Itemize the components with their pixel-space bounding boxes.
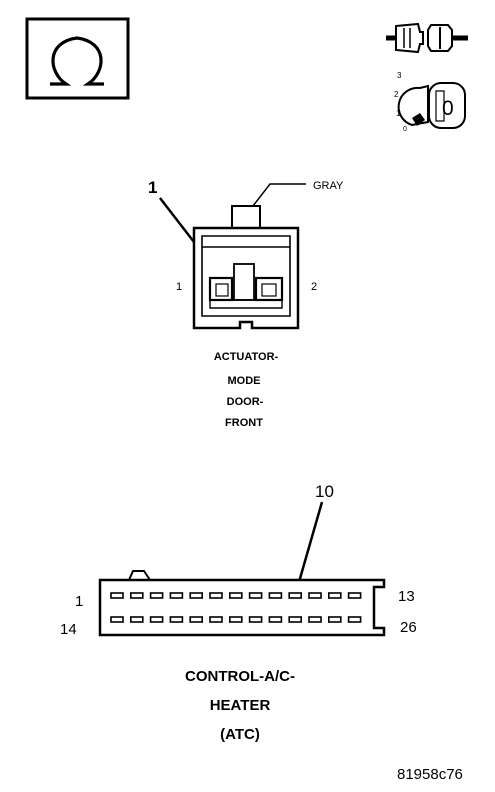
ignition-key-icon: 3 2 1 0 0 <box>394 71 466 133</box>
pin-slot-top <box>229 592 243 599</box>
actuator-connector: 1 GRAY 1 2 ACTUATOR- MODE DOOR- FRONT <box>148 178 344 429</box>
pin-slot-top <box>209 592 223 599</box>
pin-slot-top <box>327 592 342 599</box>
wire-color-label: GRAY <box>313 180 344 192</box>
pin-slot-top <box>248 592 263 599</box>
disconnect-connector-icon <box>386 22 468 54</box>
ignition-position-2: 2 <box>394 90 399 99</box>
pin-slot-top <box>347 592 362 599</box>
ignition-position-3: 3 <box>397 71 402 80</box>
control-pin-14: 14 <box>60 621 77 638</box>
pin-slot-top <box>130 592 144 599</box>
pin-slot-top <box>149 592 164 599</box>
pin-slot-bottom <box>110 616 124 623</box>
actuator-pin-2: 2 <box>311 281 317 293</box>
control-pin-array <box>110 592 362 623</box>
pin-slot-bottom <box>268 616 283 623</box>
control-pin-1: 1 <box>75 593 83 610</box>
control-name-line-3: (ATC) <box>220 726 260 743</box>
control-name-line-2: HEATER <box>210 697 271 714</box>
pin-slot-bottom <box>189 616 203 623</box>
pin-slot-top <box>268 592 283 599</box>
figure-id: 81958c76 <box>397 766 463 783</box>
pin-slot-bottom <box>130 616 144 623</box>
omega-icon <box>25 17 130 100</box>
pin-slot-top <box>288 592 303 599</box>
pin-slot-bottom <box>169 616 184 623</box>
actuator-name-line-1: ACTUATOR- <box>214 351 279 363</box>
control-pin-26: 26 <box>400 619 417 636</box>
pin-slot-bottom <box>229 616 243 623</box>
actuator-name-line-2: MODE <box>228 375 261 387</box>
pin-slot-top <box>308 592 322 599</box>
control-pin-13: 13 <box>398 588 415 605</box>
pin-slot-bottom <box>209 616 223 623</box>
control-name-line-1: CONTROL-A/C- <box>185 668 295 685</box>
pin-slot-bottom <box>288 616 303 623</box>
control-connector: 10 1 13 14 26 CONTROL-A/C- HEATER (ATC) <box>60 482 417 743</box>
pin-slot-bottom <box>327 616 342 623</box>
actuator-pin-1: 1 <box>176 281 182 293</box>
pin-slot-top <box>189 592 203 599</box>
pin-slot-bottom <box>347 616 362 623</box>
pin-slot-top <box>169 592 184 599</box>
pin-slot-bottom <box>149 616 164 623</box>
ignition-position-0: 0 <box>403 126 407 133</box>
actuator-name-line-3: DOOR- <box>227 396 264 408</box>
actuator-callout-number: 1 <box>148 178 157 197</box>
ignition-position-1: 1 <box>396 109 401 118</box>
pin-slot-bottom <box>248 616 263 623</box>
actuator-name-line-4: FRONT <box>225 417 263 429</box>
control-callout-number: 10 <box>315 482 334 501</box>
pin-slot-top <box>110 592 124 599</box>
pin-slot-bottom <box>308 616 322 623</box>
key-label: 0 <box>442 97 454 120</box>
